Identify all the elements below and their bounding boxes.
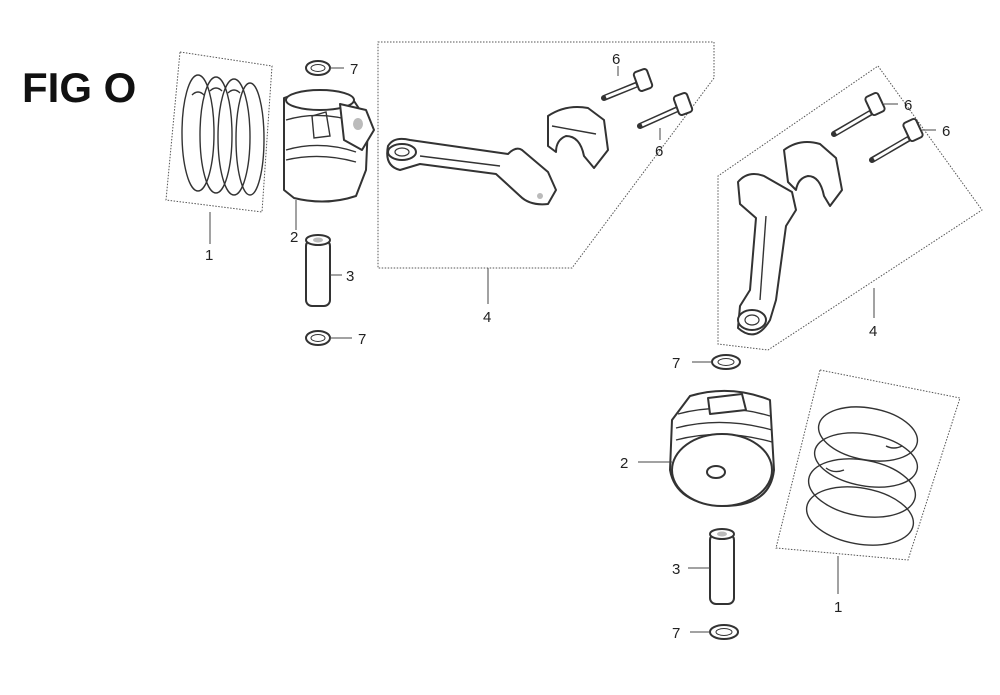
- callout-7-right-bottom: 7: [672, 625, 680, 642]
- callout-7-left-top: 7: [350, 61, 358, 78]
- callout-labels: 1 2 3 4 6 6 7 7 4 6 6 7 2 3 7 1: [205, 51, 950, 642]
- piston-ring-set-right: [775, 369, 961, 594]
- callout-3-left: 3: [346, 268, 354, 285]
- callout-2-left: 2: [290, 229, 298, 246]
- bolt-left-2: [637, 92, 694, 140]
- piston-pin-left: [305, 234, 342, 307]
- callout-3-right: 3: [672, 561, 680, 578]
- callout-6-left-bottom: 6: [655, 143, 663, 160]
- callout-6-right-bottom: 6: [942, 123, 950, 140]
- callout-2-right: 2: [620, 455, 628, 472]
- circlip-left-bottom: [305, 330, 352, 346]
- bolt-right-2: [869, 117, 936, 163]
- circlip-right-top: [692, 354, 741, 370]
- piston-right: [638, 389, 775, 507]
- connecting-rod-assembly-right: [717, 65, 983, 351]
- callout-7-left-bottom: 7: [358, 331, 366, 348]
- piston-ring-set-left: [165, 51, 273, 244]
- bolt-left-1: [601, 66, 654, 101]
- callout-1-left: 1: [205, 247, 213, 264]
- piston-pin-right: [688, 528, 735, 605]
- bolt-right-1: [831, 91, 898, 137]
- piston-left: [283, 89, 375, 230]
- circlip-right-bottom: [690, 624, 739, 640]
- callout-6-left-top: 6: [612, 51, 620, 68]
- circlip-left-top: [305, 60, 344, 76]
- callout-4-left: 4: [483, 309, 491, 326]
- connecting-rod-assembly-left: [377, 41, 715, 304]
- callout-4-right: 4: [869, 323, 877, 340]
- callout-6-right-top: 6: [904, 97, 912, 114]
- callout-7-right-top: 7: [672, 355, 680, 372]
- callout-1-right: 1: [834, 599, 842, 616]
- figure-title: FIG O: [22, 64, 137, 111]
